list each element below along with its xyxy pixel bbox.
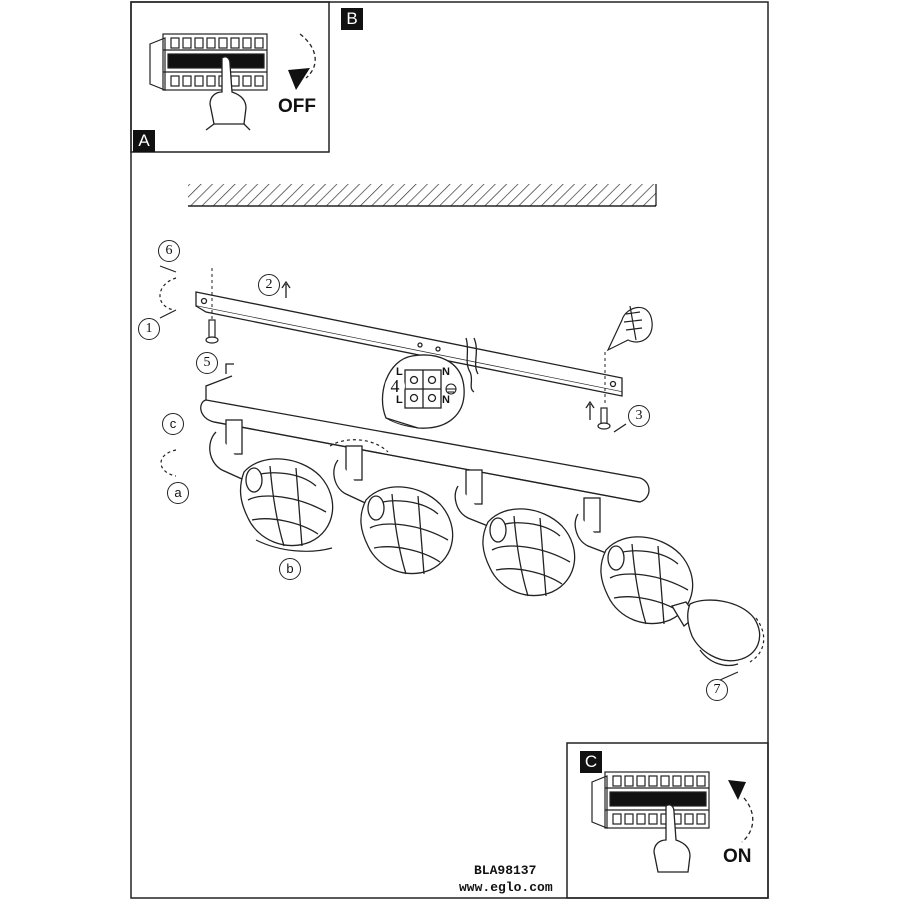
earth-icon bbox=[445, 383, 457, 395]
step-number-7: 7 bbox=[706, 679, 728, 701]
step-number-6: 6 bbox=[158, 240, 180, 262]
rotation-arrow-icon bbox=[741, 797, 754, 843]
wall-plug-icon bbox=[606, 305, 653, 352]
mounting-bracket bbox=[195, 291, 623, 397]
ceiling-hatch bbox=[188, 184, 656, 206]
panel-label-a: A bbox=[133, 130, 155, 152]
step-letter-c: c bbox=[162, 413, 184, 435]
spotlight-2 bbox=[333, 445, 454, 575]
supply-wire bbox=[473, 337, 479, 375]
panel-label-c: C bbox=[580, 751, 602, 773]
on-label: ON bbox=[723, 846, 752, 867]
inset-frame-bottom bbox=[566, 742, 769, 899]
step-number-3: 3 bbox=[628, 405, 650, 427]
ceiling-canopy bbox=[200, 375, 650, 503]
hand-icon bbox=[653, 804, 691, 873]
supply-wire bbox=[465, 337, 475, 393]
pointer-arrow bbox=[719, 671, 739, 681]
terminal-block bbox=[381, 354, 465, 429]
pointer-arrow bbox=[159, 265, 177, 319]
terminal-label-l-bottom: L bbox=[396, 394, 403, 406]
spotlight-1 bbox=[209, 419, 334, 547]
pointer-arrow bbox=[585, 400, 595, 420]
arrow-head-on bbox=[728, 780, 746, 800]
off-label: OFF bbox=[278, 96, 316, 117]
breaker-switch-icon bbox=[149, 33, 268, 91]
inset-frame-top bbox=[130, 1, 330, 153]
bulb-icon bbox=[671, 599, 761, 662]
pointer-arrow bbox=[613, 423, 627, 433]
website-link[interactable]: www.eglo.com bbox=[459, 880, 553, 895]
rotation-arrow-icon bbox=[255, 539, 333, 552]
terminal-label-n-top: N bbox=[442, 366, 450, 378]
hand-icon bbox=[205, 56, 251, 131]
spotlight-3 bbox=[454, 469, 576, 597]
step-number-5: 5 bbox=[196, 352, 218, 374]
screw-icon bbox=[597, 407, 611, 430]
step-letter-b: b bbox=[279, 558, 301, 580]
pointer-arrow bbox=[225, 363, 234, 374]
step-number-4: 4 bbox=[385, 376, 405, 396]
rotation-arrow-icon bbox=[699, 649, 739, 667]
step-number-1: 1 bbox=[138, 318, 160, 340]
spotlight-4 bbox=[574, 497, 694, 625]
panel-label-b: B bbox=[341, 8, 363, 30]
rotation-arrow-icon bbox=[329, 439, 389, 453]
model-number: BLA98137 bbox=[474, 863, 537, 878]
breaker-switch-icon bbox=[591, 771, 710, 829]
rotation-arrow-icon bbox=[749, 617, 765, 663]
pointer-arrow bbox=[281, 280, 291, 298]
terminal-label-l-top: L bbox=[396, 366, 403, 378]
page-border bbox=[130, 1, 769, 899]
arrow-head-off bbox=[288, 68, 310, 90]
step-number-2: 2 bbox=[258, 274, 280, 296]
screw-icon bbox=[205, 319, 219, 344]
rotation-arrow-icon bbox=[160, 449, 177, 477]
step-letter-a: a bbox=[167, 482, 189, 504]
callout-line bbox=[385, 417, 419, 429]
terminal-label-n-bottom: N bbox=[442, 394, 450, 406]
rotation-arrow-icon bbox=[159, 277, 177, 311]
